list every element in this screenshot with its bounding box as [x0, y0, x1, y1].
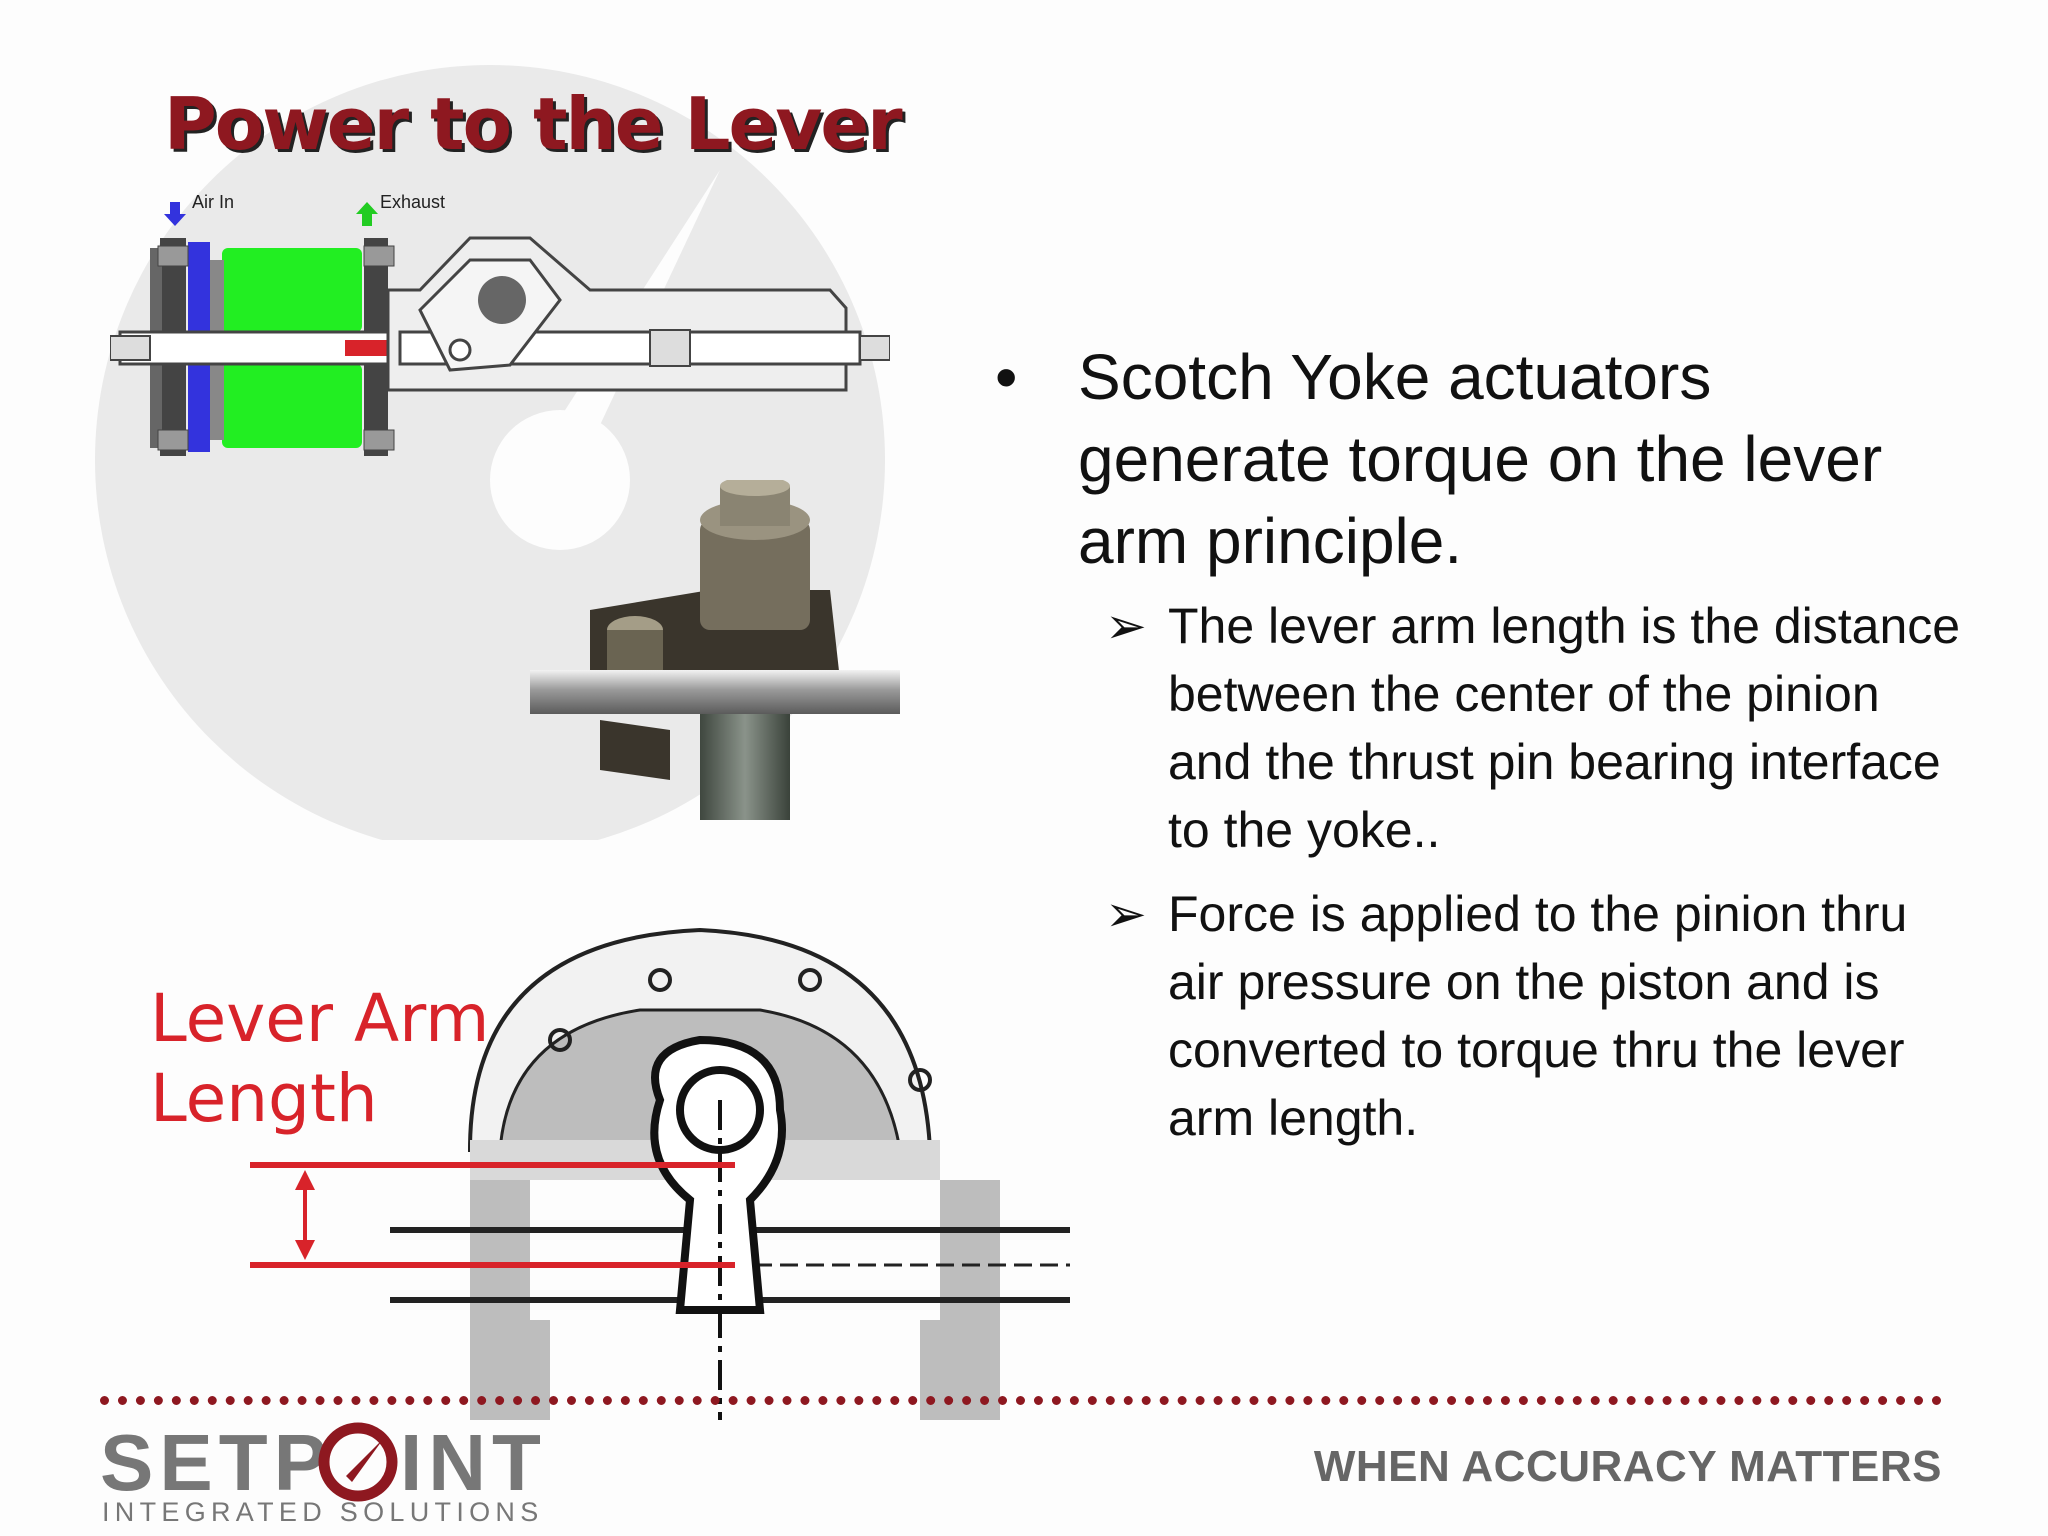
- lever-arm-diagram: [250, 927, 1070, 1420]
- footer-divider: [100, 1396, 1942, 1405]
- slide-title: Power to the Lever: [164, 82, 903, 166]
- main-bullet-text: Scotch Yoke actuators generate torque on…: [1078, 341, 1883, 577]
- sub-bullet-text: Force is applied to the pinion thru air …: [1168, 886, 1908, 1146]
- svg-text:SETP: SETP: [100, 1420, 333, 1507]
- exhaust-label: Exhaust: [356, 192, 445, 226]
- svg-text:INTEGRATED SOLUTIONS: INTEGRATED SOLUTIONS: [102, 1497, 540, 1524]
- actuator-diagram: Air In Exhaust: [110, 192, 890, 456]
- arrow-bullet-icon: ➢: [1105, 598, 1147, 654]
- air-in-label: Air In: [164, 192, 234, 226]
- lever-arm-label-line2: Length: [150, 1060, 378, 1137]
- bullet-dot: •: [995, 341, 1018, 413]
- sub-bullet-text: The lever arm length is the distance bet…: [1168, 598, 1961, 858]
- lever-arm-label-line1: Lever Arm: [150, 980, 490, 1057]
- svg-text:Exhaust: Exhaust: [380, 192, 445, 212]
- gauge-icon: [318, 1422, 398, 1502]
- tagline: WHEN ACCURACY MATTERS: [1313, 1442, 1942, 1491]
- arrow-bullet-icon: ➢: [1105, 886, 1147, 942]
- yoke-photo: [530, 480, 900, 820]
- svg-text:INT: INT: [400, 1420, 540, 1507]
- svg-text:Air In: Air In: [192, 192, 234, 212]
- setpoint-logo: SETP INT INTEGRATED SOLUTIONS: [100, 1420, 540, 1524]
